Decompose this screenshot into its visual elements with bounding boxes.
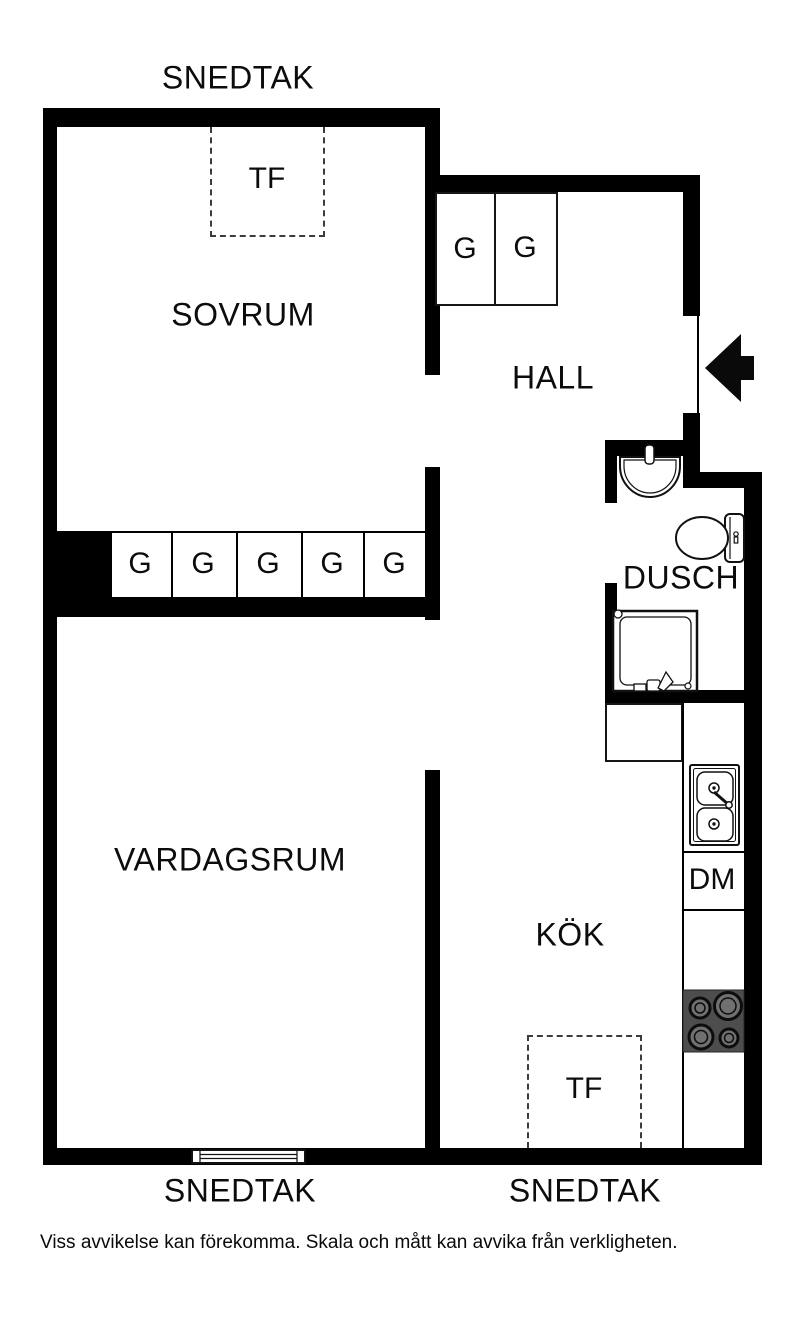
room-label-kitchen: KÖK xyxy=(535,916,605,953)
sloped-ceiling-line-top xyxy=(57,125,433,127)
wall-middle-lower xyxy=(425,770,440,1150)
closet-divider xyxy=(363,533,365,597)
hall-wardrobe-box xyxy=(435,192,496,306)
wall-hall-top xyxy=(425,175,700,192)
wardrobe-label: G xyxy=(513,231,537,264)
wall-entry-lower xyxy=(683,413,700,472)
room-label-living-room: VARDAGSRUM xyxy=(114,841,346,878)
dishwasher-label: DM xyxy=(688,863,736,896)
wall-bath-jut-top xyxy=(683,472,762,488)
skylight-label-bedroom: TF xyxy=(248,162,286,195)
sloped-ceiling-label-top: SNEDTAK xyxy=(161,59,315,96)
stove-icon xyxy=(682,989,745,1053)
closet-divider xyxy=(171,533,173,597)
sloped-ceiling-label-bottom-left: SNEDTAK xyxy=(163,1172,317,1209)
wall-left xyxy=(43,108,57,1165)
wall-top xyxy=(43,108,440,125)
wall-bath-left-lower xyxy=(605,583,617,703)
closet-divider xyxy=(236,533,238,597)
disclaimer-text: Viss avvikelse kan förekomma. Skala och … xyxy=(40,1232,678,1253)
entrance-arrow-icon xyxy=(705,334,754,402)
wardrobe-label: G xyxy=(128,547,152,580)
sloped-ceiling-label-bottom-right: SNEDTAK xyxy=(508,1172,662,1209)
wardrobe-label: G xyxy=(256,547,280,580)
hall-wardrobe-box xyxy=(496,192,558,306)
closet-divider xyxy=(301,533,303,597)
wall-middle-upper xyxy=(425,108,440,375)
closet-divider xyxy=(110,533,112,597)
wall-middle-mid xyxy=(425,467,440,620)
shower-icon xyxy=(611,609,699,693)
wall-closet-bottom xyxy=(43,597,440,617)
room-label-bedroom: SOVRUM xyxy=(171,296,315,333)
structural-block xyxy=(57,533,110,597)
kitchen-counter-line xyxy=(682,703,684,1148)
wall-entry-upper xyxy=(683,175,700,316)
room-label-hall: HALL xyxy=(511,359,595,396)
wall-bottom xyxy=(43,1148,762,1165)
wall-bath-top xyxy=(605,440,683,456)
kitchen-cabinet xyxy=(605,703,683,762)
wardrobe-label: G xyxy=(191,547,215,580)
kitchen-sink-icon xyxy=(689,764,740,846)
wardrobe-label: G xyxy=(382,547,406,580)
dishwasher-bottom-line xyxy=(682,909,744,911)
dishwasher-top-line xyxy=(682,851,744,853)
skylight-outline-kitchen xyxy=(527,1035,642,1148)
toilet-icon xyxy=(675,513,745,563)
skylight-outline-bedroom xyxy=(210,127,325,237)
skylight-label-kitchen: TF xyxy=(565,1072,603,1105)
bedroom-closet-front-line xyxy=(57,531,433,533)
room-label-shower: DUSCH xyxy=(622,559,740,596)
entry-door-opening-line xyxy=(697,316,699,413)
wardrobe-label: G xyxy=(320,547,344,580)
wall-bath-bottom xyxy=(605,690,750,703)
wardrobe-label: G xyxy=(453,232,477,265)
wall-right xyxy=(744,488,762,1165)
wall-bath-left-upper xyxy=(605,440,617,503)
